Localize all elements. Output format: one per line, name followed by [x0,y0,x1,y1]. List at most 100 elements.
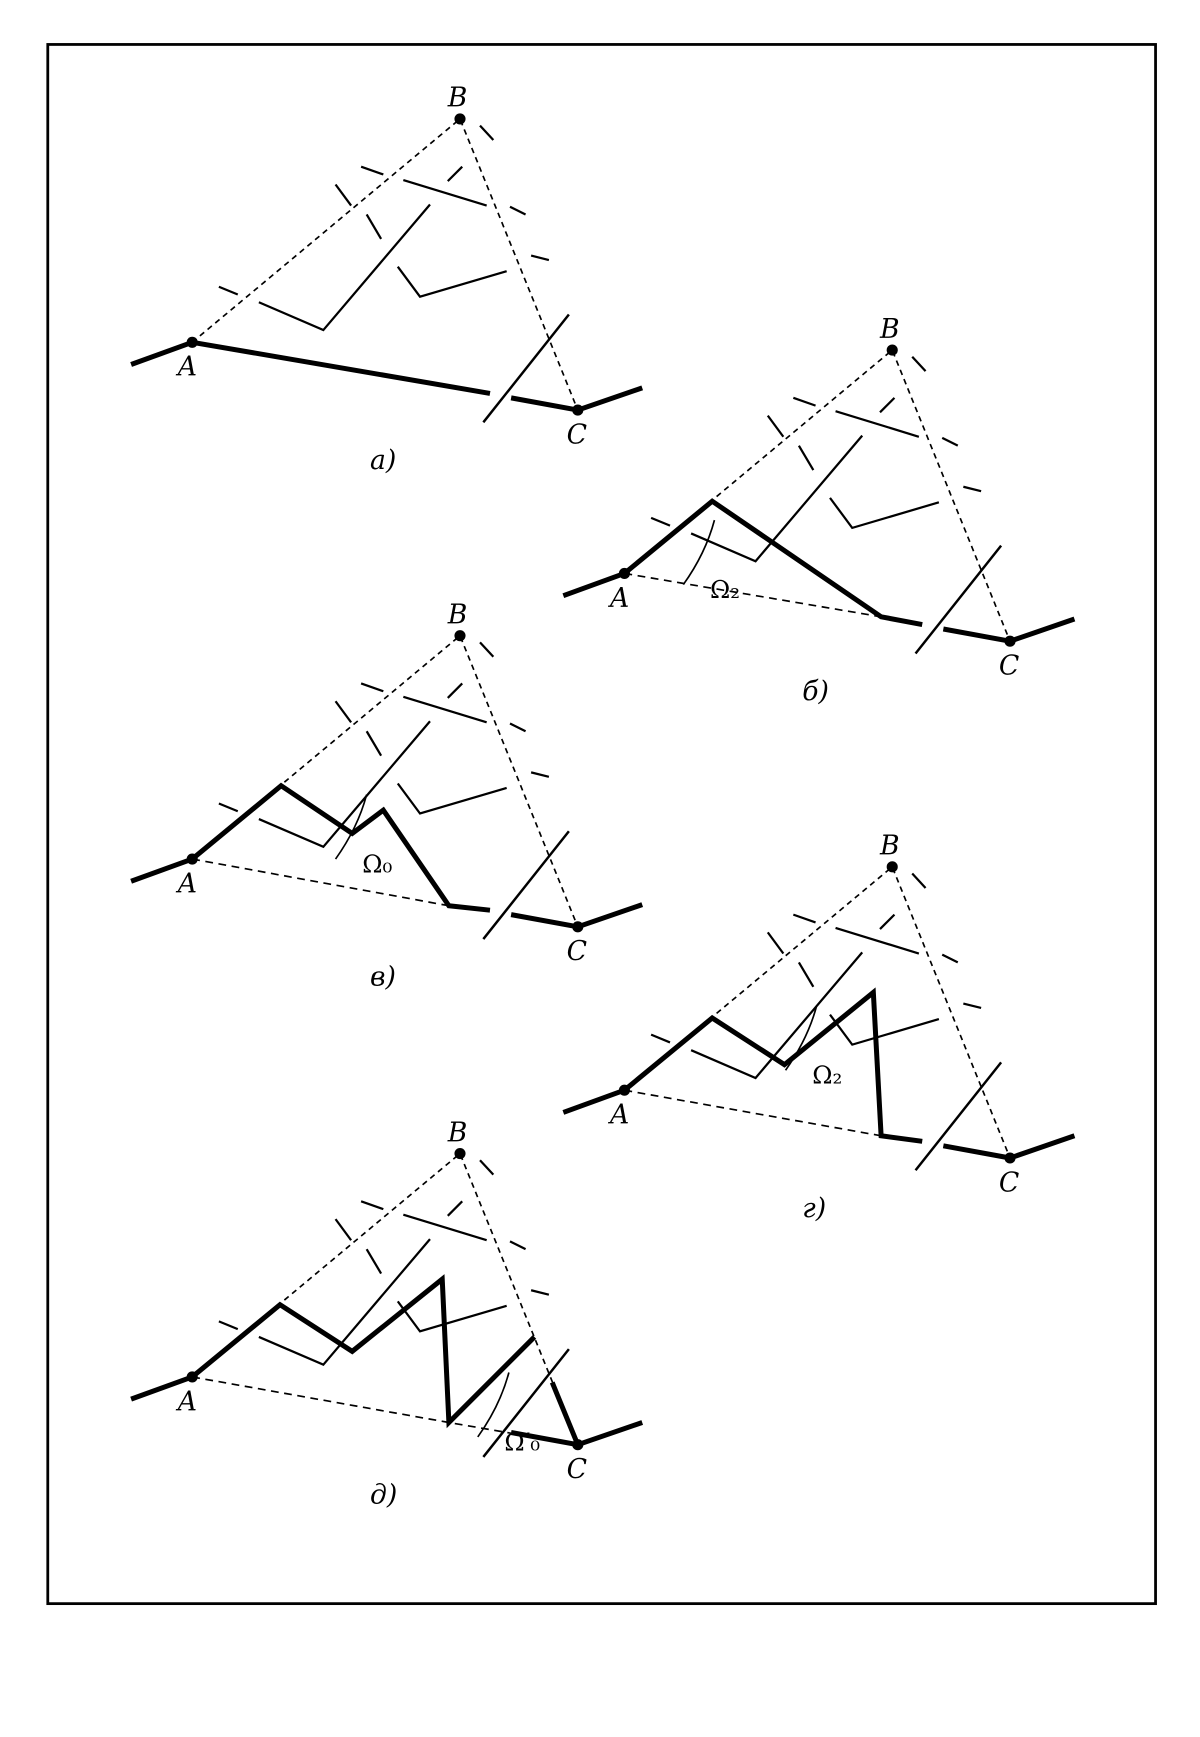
angle-label: Ω₂ [710,575,740,604]
point-label-b: B [879,314,900,345]
dashed-triangle [192,119,578,410]
structure-line [942,438,958,446]
point-marker [187,337,198,348]
baseline-dashed [192,859,449,906]
structure-line [219,287,238,295]
baseline-dashed [624,1090,881,1136]
structure-line [793,915,815,923]
profile-line [624,992,922,1141]
structure-line [448,167,462,181]
panel-caption: в) [370,962,396,993]
structure-line [836,411,919,437]
structure-line [880,915,894,929]
panel-2: A B Cв) Ω₀ [131,599,642,992]
point-marker [1004,636,1015,647]
structure-line [799,446,813,470]
panel-caption: а) [370,445,396,476]
structure-line [367,214,381,238]
structure-line [510,207,526,215]
structure-line [259,204,430,330]
point-marker [454,630,465,641]
angle-label: Ω₂ [812,1061,842,1090]
structure-line [336,1219,352,1240]
structure-line [336,701,352,722]
panel-caption: д) [370,1480,397,1511]
point-label-b: B [447,83,468,114]
point-label-a: A [175,868,197,899]
structure-line [531,256,549,260]
structure-line [398,783,507,813]
structure-line [398,267,507,297]
structure-line [219,1321,238,1329]
structure-line [836,928,919,954]
point-label-c: C [567,419,587,450]
point-marker [619,1085,630,1096]
structure-line [403,697,486,723]
structure-line [830,498,939,528]
structure-line [510,1241,526,1249]
point-label-c: C [567,936,587,967]
structure-line [651,518,670,526]
structure-line [799,962,813,986]
structure-line [793,398,815,406]
point-label-a: A [607,583,629,614]
point-marker [572,921,583,932]
structure-line [480,642,493,656]
structure-line [480,126,493,140]
structure-line [963,1004,981,1008]
structure-line [448,1201,462,1215]
structure-line [912,874,925,888]
point-marker [187,1371,198,1382]
angle-label: Ω′₀ [504,1427,540,1456]
point-marker [454,113,465,124]
structure-line [367,1249,381,1273]
point-marker [887,345,898,356]
dashed-triangle [624,350,1010,641]
panel-caption: г) [802,1193,826,1224]
panel-1: A B Cб) Ω₂ [563,314,1074,707]
point-marker [1004,1152,1015,1163]
point-label-c: C [999,651,1019,682]
structure-line [912,357,925,371]
structure-line [531,772,549,776]
panel-3: ABCг)Ω₂ [563,831,1074,1224]
point-label-a: A [175,1386,197,1417]
structure-line [219,803,238,811]
structure-line [942,955,958,963]
point-marker [187,853,198,864]
profile-line [192,786,490,910]
profile-line [192,1279,534,1422]
structure-line [510,723,526,731]
profile-line [192,342,490,393]
angle-label: Ω₀ [362,849,392,878]
structure-line [361,1201,383,1209]
structure-line [480,1160,493,1174]
structure-line [651,1035,670,1043]
point-label-b: B [447,599,468,630]
structure-line [403,1215,486,1241]
figure-frame [48,44,1156,1603]
point-marker [454,1148,465,1159]
dashed-triangle [192,1154,578,1445]
panel-caption: б) [802,676,829,707]
structure-line [398,1301,507,1331]
structure-line [531,1290,549,1294]
panel-4: ABCд)Ω′₀ [131,1117,642,1510]
baseline-dashed [624,573,881,616]
structure-line [403,180,486,206]
point-label-c: C [999,1167,1019,1198]
structure-line [448,683,462,697]
dashed-triangle [192,636,578,927]
structure-line [830,1015,939,1045]
point-marker [887,861,898,872]
panel-0: A B Cа) [131,83,642,476]
structure-line [963,487,981,491]
structure-line [768,416,784,437]
point-marker [572,405,583,416]
structure-line [768,932,784,953]
dashed-triangle [624,867,1010,1158]
profile-line [552,1382,578,1444]
structure-line [367,731,381,755]
point-label-a: A [175,352,197,383]
